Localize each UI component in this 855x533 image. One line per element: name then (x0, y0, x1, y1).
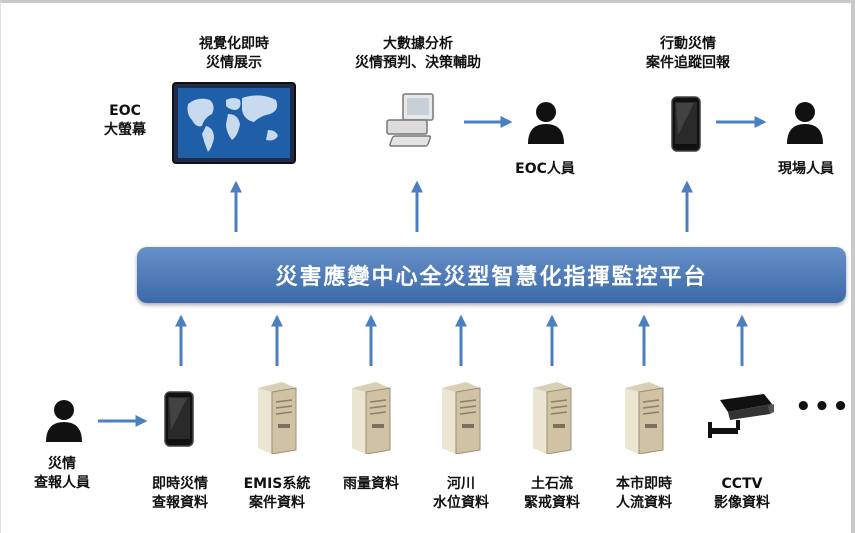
source-label-4: 河川水位資料 (433, 476, 489, 511)
more-sources-ellipsis: ••• (795, 392, 851, 422)
desktop-computer-icon (386, 93, 434, 147)
server-icon (352, 382, 391, 454)
platform-title: 災害應變中心全災型智慧化指揮監控平台 (275, 265, 708, 290)
smartphone-icon (671, 96, 701, 152)
screen-caption: 視覺化即時災情展示 (199, 36, 269, 71)
server-icon (625, 382, 664, 454)
source-label-3: 雨量資料 (343, 476, 399, 492)
world-map-display-icon (172, 82, 296, 164)
eoc-person-label: EOC人員 (515, 161, 575, 177)
reporter-person-icon (46, 400, 82, 442)
field-person-label: 現場人員 (778, 161, 834, 177)
cctv-camera-icon (708, 394, 774, 438)
bigdata-caption: 大數據分析災情預判、決策輔助 (355, 36, 481, 71)
eoc-person-icon (528, 102, 564, 144)
server-icon (442, 382, 481, 454)
source-label-6: 本市即時人流資料 (616, 476, 672, 511)
command-platform-bar: 災害應變中心全災型智慧化指揮監控平台 (137, 247, 846, 303)
mobile-caption: 行動災情案件追蹤回報 (646, 36, 730, 71)
server-icon (258, 382, 297, 454)
field-person-icon (787, 102, 823, 144)
source-label-2: EMIS系統案件資料 (243, 476, 311, 511)
source-label-1: 即時災情查報資料 (152, 476, 208, 511)
reporter-label: 災情查報人員 (34, 456, 90, 491)
source-label-5: 土石流緊戒資料 (524, 476, 580, 511)
server-icon (533, 382, 572, 454)
phone-icon (164, 391, 194, 447)
